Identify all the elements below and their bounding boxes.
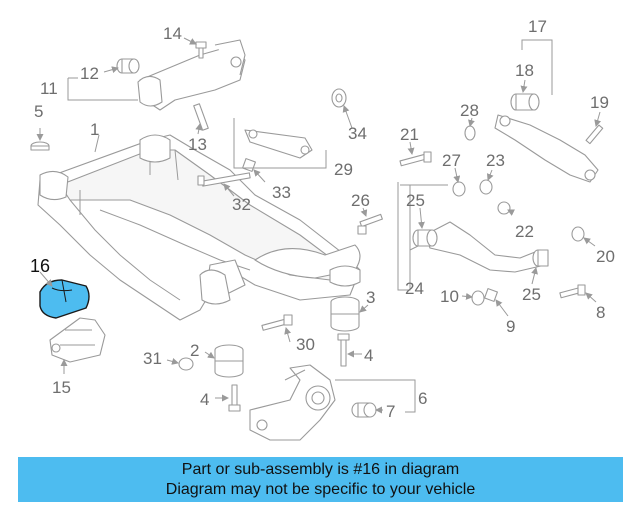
callout-25-left: 25 xyxy=(406,191,425,210)
callout-33: 33 xyxy=(272,183,291,202)
subframe-crossmember xyxy=(37,134,361,321)
callout-15: 15 xyxy=(52,378,71,397)
bolt-13 xyxy=(193,103,209,131)
callout-11: 11 xyxy=(40,79,58,98)
callout-20: 20 xyxy=(596,247,615,266)
info-banner: Part or sub-assembly is #16 in diagram D… xyxy=(18,457,623,502)
nut-33 xyxy=(242,158,256,172)
bolt-19 xyxy=(585,124,604,145)
bushing-12 xyxy=(116,58,140,74)
callout-2: 2 xyxy=(190,341,199,360)
callout-32: 32 xyxy=(232,195,251,214)
link-29 xyxy=(244,129,313,159)
bushing-18 xyxy=(510,93,540,111)
bolt-4-lower xyxy=(228,384,241,412)
callout-labels: 1 2 3 4 4 5 6 7 8 9 10 11 12 13 14 15 16… xyxy=(30,17,615,421)
leader-lines xyxy=(36,37,602,414)
bushing-2 xyxy=(214,344,244,378)
bolt-14 xyxy=(195,41,207,59)
washer-5 xyxy=(30,141,50,151)
nut-28 xyxy=(464,125,476,141)
nut-31 xyxy=(178,357,194,371)
callout-28: 28 xyxy=(460,101,479,120)
callout-6: 6 xyxy=(418,389,427,408)
washer-22 xyxy=(497,201,511,215)
callout-16: 16 xyxy=(30,256,50,276)
callout-10: 10 xyxy=(440,287,459,306)
callout-25-right: 25 xyxy=(522,285,541,304)
banner-line-2: Diagram may not be specific to your vehi… xyxy=(165,481,476,498)
callout-26: 26 xyxy=(351,191,370,210)
trailing-arm-17 xyxy=(494,114,599,183)
callout-7: 7 xyxy=(386,402,395,421)
bushing-25-left xyxy=(412,229,438,247)
bolt-26 xyxy=(357,213,383,235)
callout-30: 30 xyxy=(296,335,315,354)
mount-16-highlighted xyxy=(39,279,90,319)
callout-3: 3 xyxy=(366,288,375,307)
callout-5: 5 xyxy=(34,102,43,121)
mount-15 xyxy=(49,317,106,363)
washer-27 xyxy=(452,181,466,197)
callout-23: 23 xyxy=(486,151,505,170)
callout-18: 18 xyxy=(515,61,534,80)
callout-24: 24 xyxy=(405,279,424,298)
bolt-4-upper xyxy=(337,333,350,367)
bolt-21 xyxy=(399,151,432,167)
washer-10 xyxy=(471,290,485,306)
callout-4-lower: 4 xyxy=(200,390,209,409)
nut-23 xyxy=(479,179,493,195)
callout-27: 27 xyxy=(442,151,461,170)
bushing-7 xyxy=(351,402,377,418)
callout-34: 34 xyxy=(348,124,367,143)
nut-34 xyxy=(331,88,347,108)
bushing-25-right xyxy=(532,249,549,267)
knuckle-6 xyxy=(249,364,336,441)
callout-21: 21 xyxy=(400,125,419,144)
callout-19: 19 xyxy=(590,93,609,112)
callout-22: 22 xyxy=(515,222,534,241)
callout-12: 12 xyxy=(80,64,99,83)
callout-14: 14 xyxy=(163,24,182,43)
callout-1: 1 xyxy=(90,120,99,139)
callout-4-upper: 4 xyxy=(364,346,373,365)
callout-13: 13 xyxy=(188,135,207,154)
callout-8: 8 xyxy=(596,303,605,322)
callout-29: 29 xyxy=(334,160,353,179)
bushing-3 xyxy=(330,296,360,332)
banner-line-1: Part or sub-assembly is #16 in diagram xyxy=(181,461,460,478)
bolt-8 xyxy=(559,284,586,299)
nut-20 xyxy=(571,226,585,242)
bolt-30 xyxy=(261,314,293,331)
nut-9 xyxy=(484,288,498,302)
bolt-32 xyxy=(197,172,251,187)
callout-17: 17 xyxy=(528,17,547,36)
callout-9: 9 xyxy=(506,317,515,336)
callout-31: 31 xyxy=(143,349,162,368)
upper-arm-11 xyxy=(137,39,246,111)
